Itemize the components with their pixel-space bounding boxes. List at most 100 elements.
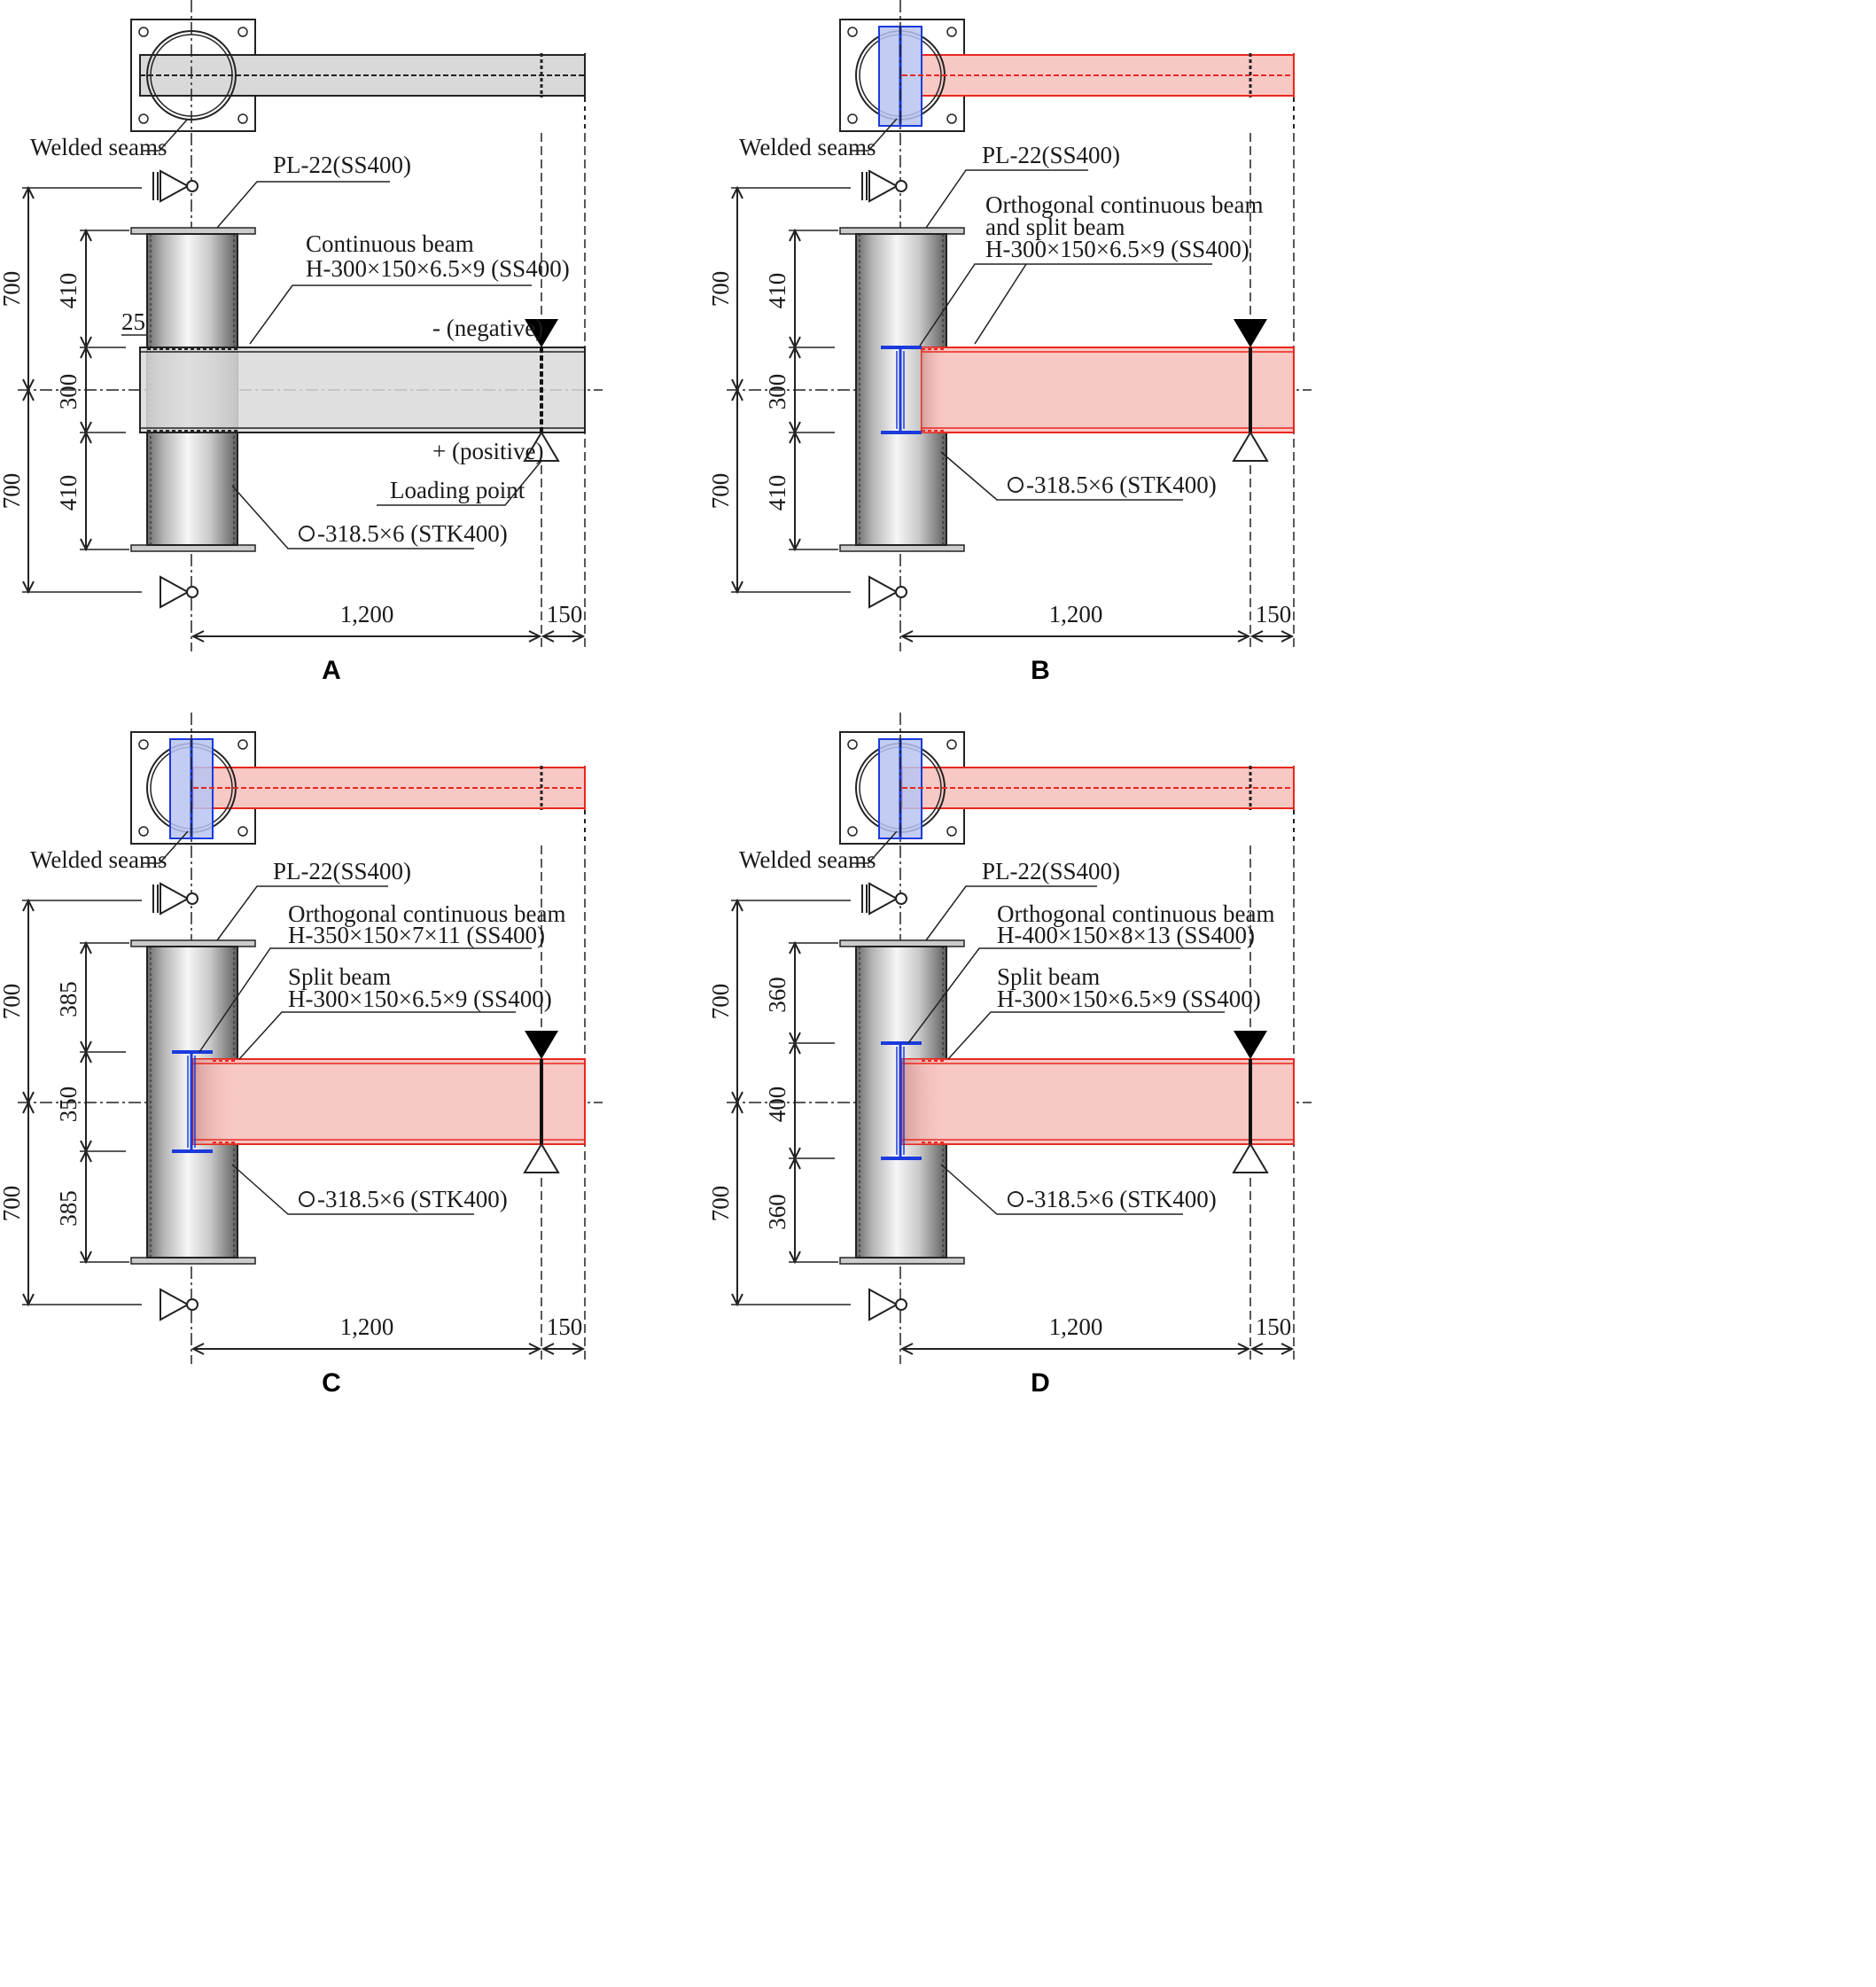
dim-700-top: 700 xyxy=(707,984,734,1020)
bottom-pin-support-icon xyxy=(160,1288,198,1321)
plate-label: PL-22(SS400) xyxy=(982,858,1120,884)
beam-label: Orthogonal continuous beam xyxy=(288,900,565,927)
bolt-hole-icon xyxy=(946,113,957,124)
bottom-end-plate xyxy=(839,544,965,552)
top-end-plate xyxy=(130,227,256,235)
top-pin-support-icon xyxy=(160,169,198,203)
leader-line xyxy=(142,830,189,864)
dim-700-top: 700 xyxy=(0,984,25,1020)
beam-spec-label: H-300×150×6.5×9 (SS400) xyxy=(985,236,1249,262)
split-beam-spec-label: H-300×150×6.5×9 (SS400) xyxy=(288,986,552,1012)
beam-spec-label: H-400×150×8×13 (SS400) xyxy=(997,922,1255,948)
panel-label: D xyxy=(1031,1368,1050,1398)
load-negative-icon xyxy=(1234,1031,1267,1059)
dim-700-top: 700 xyxy=(0,271,25,308)
bottom-end-plate xyxy=(130,544,256,552)
dim-lower: 410 xyxy=(55,475,82,511)
panel-label: B xyxy=(1031,656,1050,685)
dim-upper: 385 xyxy=(55,981,82,1017)
plan-view xyxy=(839,731,1295,845)
column-label: -318.5×6 (STK400) xyxy=(1026,471,1217,498)
dim-25: 25 xyxy=(121,308,145,335)
dim-span: 1,200 xyxy=(1049,1313,1103,1340)
plate-label: PL-22(SS400) xyxy=(273,152,411,178)
dim-upper: 360 xyxy=(764,977,790,1013)
beam-label-2: and split beam xyxy=(985,214,1125,240)
plate-label: PL-22(SS400) xyxy=(982,142,1120,168)
column-label: -318.5×6 (STK400) xyxy=(1026,1186,1217,1212)
dim-span: 1,200 xyxy=(340,1313,394,1340)
load-positive-icon xyxy=(1232,431,1269,462)
bolt-hole-icon xyxy=(237,27,248,37)
dim-700-bottom: 700 xyxy=(0,1186,25,1222)
top-pin-support-icon xyxy=(160,882,198,916)
plan-view xyxy=(130,19,586,133)
bolt-hole-icon xyxy=(138,739,149,750)
split-beam xyxy=(192,1058,586,1145)
load-negative-icon xyxy=(1234,319,1267,347)
bottom-pin-support-icon xyxy=(868,1288,907,1321)
dim-beam-depth: 400 xyxy=(764,1087,790,1123)
top-end-plate xyxy=(839,227,965,235)
dim-beam-depth: 350 xyxy=(55,1087,82,1123)
dim-end: 150 xyxy=(1256,601,1292,627)
top-end-plate xyxy=(130,939,256,947)
dim-upper: 410 xyxy=(55,273,82,309)
panel-label: C xyxy=(322,1368,341,1398)
split-beam-label: Split beam xyxy=(997,963,1100,990)
beam-spec-label: H-300×150×6.5×9 (SS400) xyxy=(306,255,570,282)
negative-label: - (negative) xyxy=(432,315,543,341)
circle-section-icon xyxy=(299,526,315,542)
bolt-hole-icon xyxy=(237,826,248,837)
welded-seams-label: Welded seams xyxy=(30,134,167,160)
loading-point-label: Loading point xyxy=(390,477,525,503)
top-pin-support-icon xyxy=(868,882,907,916)
beam-label: Orthogonal continuous beam xyxy=(985,191,1263,218)
dim-beam-depth: 300 xyxy=(55,374,82,410)
dim-end: 150 xyxy=(1256,1313,1292,1340)
dim-end: 150 xyxy=(547,601,583,627)
load-positive-icon xyxy=(523,1142,560,1173)
bolt-hole-icon xyxy=(847,113,858,124)
load-negative-icon xyxy=(525,1031,558,1059)
orthogonal-h-section xyxy=(172,1050,213,1153)
leader-line xyxy=(142,118,189,152)
dim-700-bottom: 700 xyxy=(0,473,25,510)
dim-lower: 385 xyxy=(55,1190,82,1227)
split-beam-label: Split beam xyxy=(288,963,391,990)
load-positive-icon xyxy=(1232,1142,1269,1173)
panel-b: Welded seams PL-22(SS400) Orthogonal conti… xyxy=(707,0,1312,685)
positive-label: + (positive) xyxy=(432,438,543,464)
circle-section-icon xyxy=(299,1191,315,1207)
bolt-hole-icon xyxy=(847,739,858,750)
split-beam xyxy=(921,347,1295,433)
bolt-hole-icon xyxy=(138,113,149,124)
bolt-hole-icon xyxy=(847,826,858,837)
orthogonal-h-section xyxy=(881,346,922,434)
bolt-hole-icon xyxy=(138,27,149,37)
leader-line xyxy=(851,830,898,864)
bottom-end-plate xyxy=(839,1257,965,1265)
panel-label: A xyxy=(322,656,341,685)
circle-section-icon xyxy=(1008,1191,1024,1207)
welded-seams-label: Welded seams xyxy=(739,846,876,873)
dim-span: 1,200 xyxy=(340,601,394,627)
beam-label: Orthogonal continuous beam xyxy=(997,900,1274,927)
column-label: -318.5×6 (STK400) xyxy=(317,520,508,547)
plan-view xyxy=(130,731,586,845)
welded-seams-label: Welded seams xyxy=(739,134,876,160)
dim-700-bottom: 700 xyxy=(707,1186,734,1222)
bolt-hole-icon xyxy=(237,113,248,124)
dim-lower: 360 xyxy=(764,1194,790,1230)
top-end-plate xyxy=(839,939,965,947)
leader-line xyxy=(851,118,898,152)
dim-upper: 410 xyxy=(764,273,790,309)
bolt-hole-icon xyxy=(946,27,957,37)
bolt-hole-icon xyxy=(138,826,149,837)
split-beam-spec-label: H-300×150×6.5×9 (SS400) xyxy=(997,986,1261,1012)
load-negative-icon xyxy=(525,319,558,347)
dim-span: 1,200 xyxy=(1049,601,1103,627)
split-beam xyxy=(901,1058,1295,1145)
